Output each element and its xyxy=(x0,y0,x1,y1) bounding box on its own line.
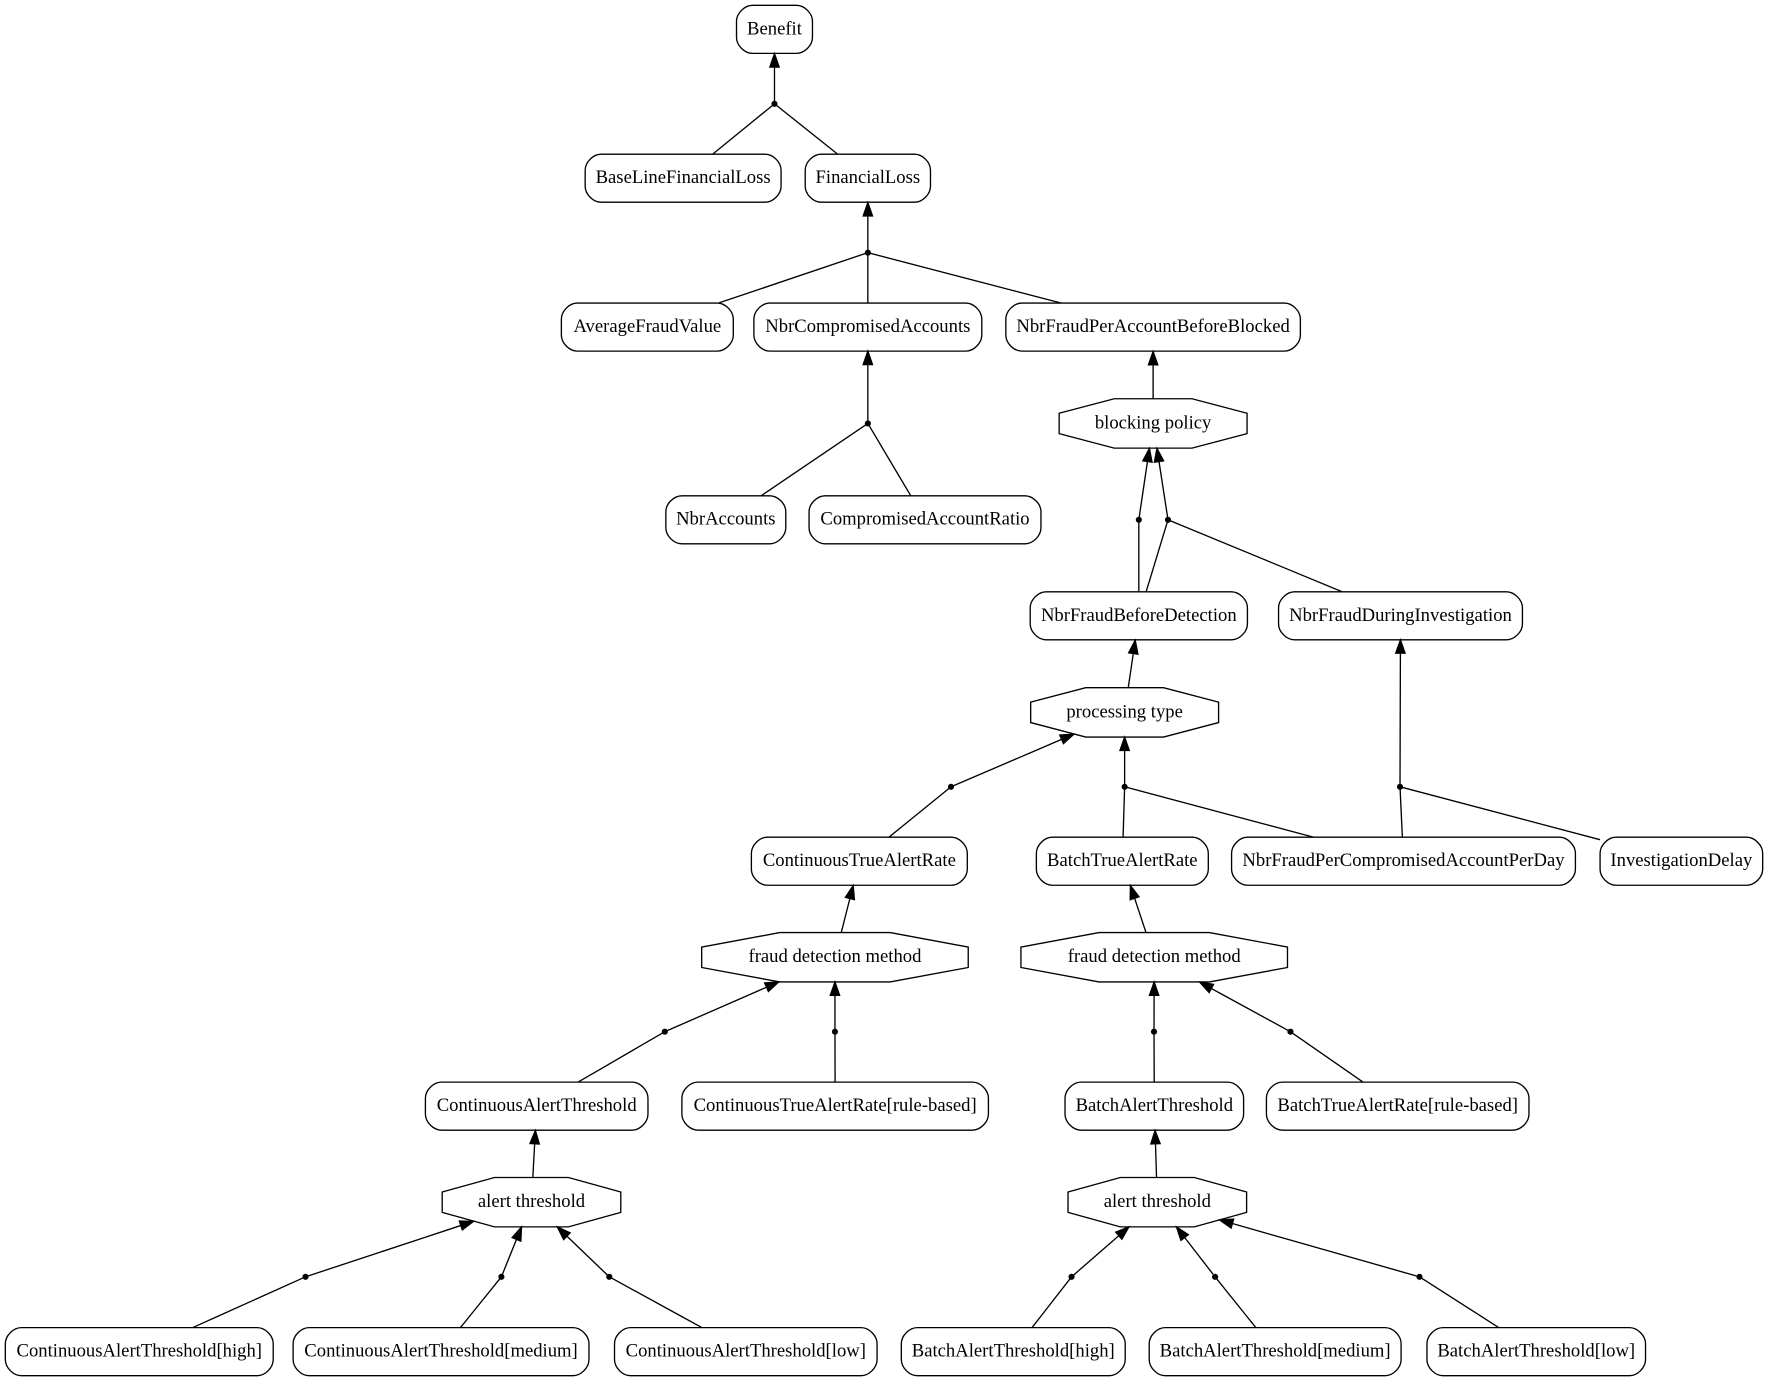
svg-text:fraud detection method: fraud detection method xyxy=(1068,946,1242,967)
svg-text:alert threshold: alert threshold xyxy=(478,1191,586,1212)
svg-text:alert threshold: alert threshold xyxy=(1104,1191,1212,1212)
svg-text:ContinuousAlertThreshold[mediu: ContinuousAlertThreshold[medium] xyxy=(304,1341,577,1362)
svg-text:NbrFraudDuringInvestigation: NbrFraudDuringInvestigation xyxy=(1289,605,1512,626)
svg-text:NbrFraudPerCompromisedAccountP: NbrFraudPerCompromisedAccountPerDay xyxy=(1242,850,1565,871)
svg-text:ContinuousAlertThreshold: ContinuousAlertThreshold xyxy=(437,1095,638,1116)
svg-text:ContinuousAlertThreshold[high]: ContinuousAlertThreshold[high] xyxy=(17,1341,263,1362)
svg-text:BatchAlertThreshold[medium]: BatchAlertThreshold[medium] xyxy=(1160,1341,1391,1362)
svg-text:Benefit: Benefit xyxy=(747,18,803,39)
svg-text:ContinuousTrueAlertRate[rule-b: ContinuousTrueAlertRate[rule-based] xyxy=(694,1095,977,1116)
svg-text:BatchAlertThreshold[low]: BatchAlertThreshold[low] xyxy=(1437,1341,1635,1362)
svg-text:blocking policy: blocking policy xyxy=(1095,412,1212,433)
svg-text:NbrFraudPerAccountBeforeBlocke: NbrFraudPerAccountBeforeBlocked xyxy=(1016,316,1290,337)
svg-text:ContinuousTrueAlertRate: ContinuousTrueAlertRate xyxy=(763,850,956,871)
svg-text:BatchTrueAlertRate: BatchTrueAlertRate xyxy=(1047,850,1198,871)
svg-text:NbrCompromisedAccounts: NbrCompromisedAccounts xyxy=(765,316,970,337)
svg-text:NbrAccounts: NbrAccounts xyxy=(676,509,775,530)
svg-text:BaseLineFinancialLoss: BaseLineFinancialLoss xyxy=(596,167,771,188)
svg-text:BatchTrueAlertRate[rule-based]: BatchTrueAlertRate[rule-based] xyxy=(1277,1095,1518,1116)
svg-text:AverageFraudValue: AverageFraudValue xyxy=(573,316,721,337)
svg-text:BatchAlertThreshold[high]: BatchAlertThreshold[high] xyxy=(912,1341,1115,1362)
svg-text:CompromisedAccountRatio: CompromisedAccountRatio xyxy=(820,509,1029,530)
svg-text:FinancialLoss: FinancialLoss xyxy=(816,167,921,188)
svg-text:processing type: processing type xyxy=(1066,701,1183,722)
svg-text:NbrFraudBeforeDetection: NbrFraudBeforeDetection xyxy=(1041,605,1237,626)
svg-text:BatchAlertThreshold: BatchAlertThreshold xyxy=(1076,1095,1234,1116)
svg-text:InvestigationDelay: InvestigationDelay xyxy=(1610,850,1753,871)
svg-text:ContinuousAlertThreshold[low]: ContinuousAlertThreshold[low] xyxy=(626,1341,866,1362)
svg-text:fraud detection method: fraud detection method xyxy=(748,946,922,967)
